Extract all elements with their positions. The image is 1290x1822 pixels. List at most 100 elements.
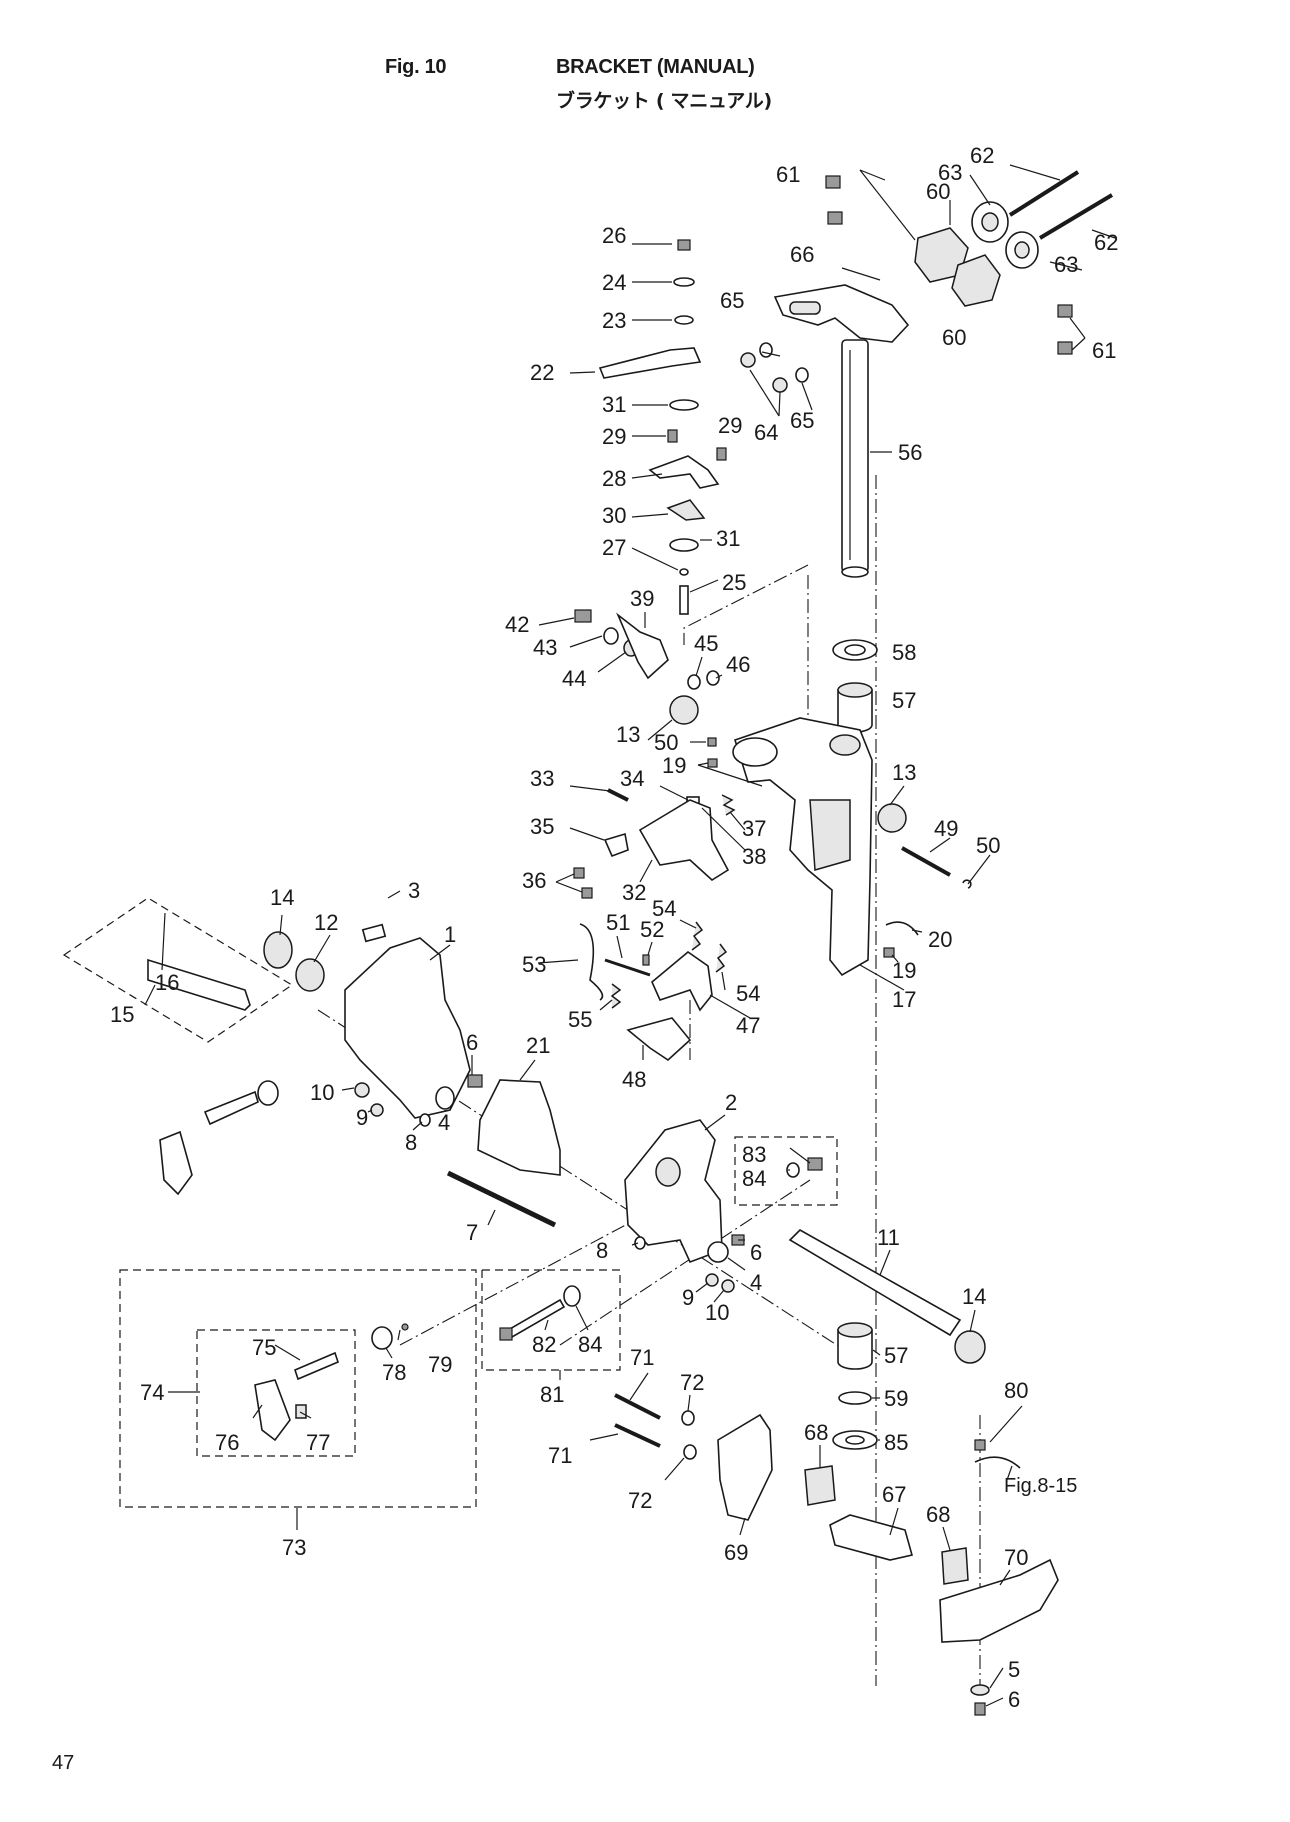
callout-53: 53	[522, 952, 546, 977]
bushing-13b	[877, 803, 907, 833]
washer-24	[673, 277, 695, 287]
bolt-62-lower	[1038, 193, 1114, 240]
callout-46: 46	[726, 652, 750, 677]
callout-4: 4	[438, 1110, 450, 1135]
callout-39: 39	[630, 586, 654, 611]
callout-31: 31	[602, 392, 626, 417]
callout-23: 23	[602, 308, 626, 333]
callout-62b: 62	[1094, 230, 1118, 255]
callout-57: 57	[892, 688, 916, 713]
bolt-36	[573, 867, 593, 899]
bolt-6	[467, 1074, 483, 1088]
callout-11: 11	[877, 1225, 900, 1250]
callout-55: 55	[568, 1007, 592, 1032]
steering-handle-bracket-66	[773, 284, 910, 343]
washer-45	[687, 674, 701, 690]
lever-76	[254, 1379, 291, 1442]
bushing-57-upper	[837, 682, 873, 733]
washer-46	[706, 670, 720, 686]
clamp-pad-70	[939, 1558, 1059, 1643]
callout-2: 2	[725, 1090, 737, 1115]
callout-74: 74	[140, 1380, 164, 1405]
bolt-71-lower	[614, 1423, 661, 1448]
nut-26	[677, 239, 691, 251]
callout-56: 56	[898, 440, 922, 465]
callout-54: 54	[652, 896, 676, 921]
callout-75: 75	[252, 1335, 276, 1360]
spring-53	[579, 923, 604, 1001]
nut-10	[354, 1082, 370, 1098]
washer-78	[371, 1326, 393, 1350]
pin-75	[294, 1351, 339, 1381]
callout-77: 77	[306, 1430, 330, 1455]
callout-15: 15	[110, 1002, 134, 1027]
callout-50: 50	[654, 730, 678, 755]
screw-19	[707, 758, 718, 768]
callout-33: 33	[530, 766, 554, 791]
callout-59: 59	[884, 1386, 908, 1411]
stern-bracket-1	[344, 937, 471, 1119]
callout-25: 25	[722, 570, 746, 595]
stopper-68-left	[804, 1465, 836, 1506]
spring-30	[666, 499, 706, 521]
callout-72: 72	[680, 1370, 704, 1395]
callout-28: 28	[602, 466, 626, 491]
reverse-lock-47	[651, 950, 713, 1012]
washer-84	[786, 1162, 800, 1178]
bolt-80	[974, 1439, 986, 1451]
callout-8: 8	[405, 1130, 417, 1155]
bushing-13	[669, 695, 699, 725]
callout-49: 49	[934, 816, 958, 841]
wire-20	[885, 921, 919, 936]
callout-83: 83	[742, 1142, 766, 1167]
callout-29b: 29	[718, 413, 742, 438]
pad-67	[829, 1514, 913, 1561]
boss-2	[655, 1157, 681, 1187]
callout-78: 78	[382, 1360, 406, 1385]
figure-label: Fig. 10	[385, 56, 447, 78]
callout-58: 58	[892, 640, 916, 665]
rubber-mount-63-upper	[971, 201, 1009, 243]
callout-24: 24	[602, 270, 626, 295]
clamp-69	[717, 1413, 773, 1521]
pin-49	[901, 846, 951, 877]
callout-45: 45	[694, 631, 718, 656]
washer-72	[681, 1410, 695, 1426]
group-box-83-84	[734, 1136, 838, 1206]
callout-63: 63	[938, 160, 962, 185]
axis-upper-pivot	[683, 564, 809, 645]
group-box-81	[481, 1269, 621, 1371]
washer-8	[419, 1113, 431, 1127]
callout-64: 64	[754, 420, 778, 445]
washer-65	[759, 342, 809, 383]
cross-reference-fig-8-15: Fig.8-15	[1004, 1475, 1077, 1497]
callout-32: 32	[622, 880, 646, 905]
o-ring-27	[679, 568, 689, 576]
bushing-57-lower	[837, 1322, 873, 1370]
callout-60: 60	[926, 179, 950, 204]
callout-19: 19	[662, 753, 686, 778]
spring-54-lower	[715, 943, 728, 973]
callout-38: 38	[742, 844, 766, 869]
collar-4b	[707, 1241, 729, 1263]
callout-4b: 4	[750, 1270, 762, 1295]
callout-34: 34	[620, 766, 644, 791]
callout-63b: 63	[1054, 252, 1078, 277]
tilt-rod-left	[203, 1090, 259, 1126]
callout-81: 81	[540, 1382, 564, 1407]
callout-85: 85	[884, 1430, 908, 1455]
nut-12	[295, 958, 325, 992]
carrier-21	[477, 1079, 561, 1176]
washer-31b	[669, 538, 699, 552]
pin-77	[295, 1404, 307, 1419]
callouts: 1 2 3 4 4 5 6 6 6 7 8 8 9 9 10 10 11 12 …	[110, 143, 1118, 1712]
callout-48: 48	[622, 1067, 646, 1092]
washer-9	[370, 1103, 384, 1117]
ground-wire	[974, 1456, 1021, 1469]
washer-85	[832, 1430, 878, 1450]
callout-22: 22	[530, 360, 554, 385]
stopper-68-right	[941, 1547, 969, 1585]
washer-84b	[563, 1285, 581, 1307]
callout-57b: 57	[884, 1343, 908, 1368]
callout-3: 3	[408, 878, 420, 903]
